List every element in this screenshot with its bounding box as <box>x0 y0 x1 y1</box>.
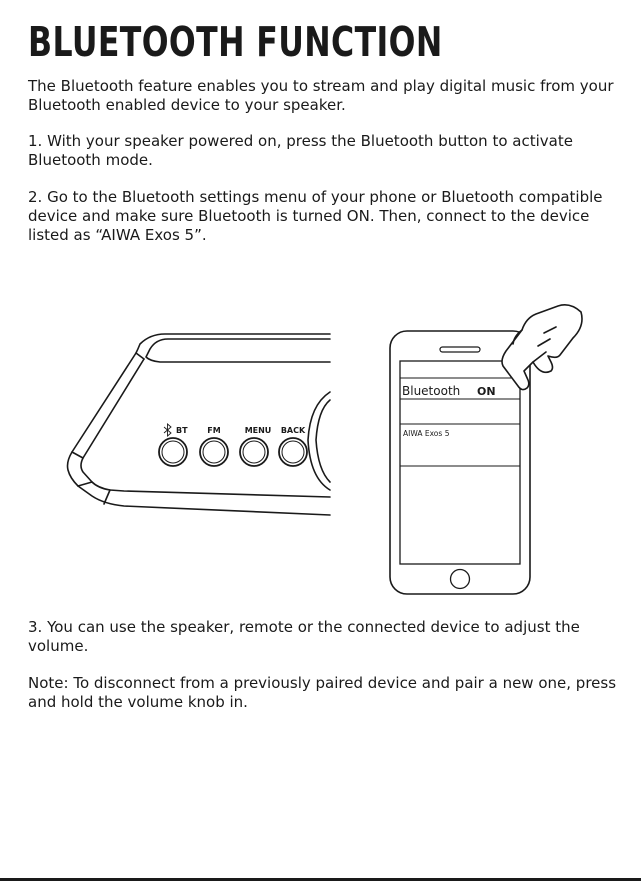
fm-button <box>199 437 229 467</box>
bluetooth-icon <box>163 423 172 437</box>
menu-button-label: MENU <box>245 426 272 435</box>
intro-paragraph: The Bluetooth feature enables you to str… <box>28 77 614 114</box>
fm-button-label: FM <box>207 426 220 435</box>
speaker-illustration <box>66 333 331 516</box>
step-3-paragraph: 3. You can use the speaker, remote or th… <box>28 618 580 655</box>
bt-button-label: BT <box>176 426 188 435</box>
page-title: BLUETOOTH FUNCTION <box>28 18 443 66</box>
step-1-paragraph: 1. With your speaker powered on, press t… <box>28 132 573 169</box>
bt-button <box>158 437 188 467</box>
phone-bluetooth-label: Bluetooth <box>402 384 460 398</box>
step-2-paragraph: 2. Go to the Bluetooth settings menu of … <box>28 188 603 244</box>
menu-button <box>239 437 269 467</box>
back-button <box>278 437 308 467</box>
pointing-hand-icon <box>501 304 583 391</box>
phone-bluetooth-toggle: ON <box>477 385 496 398</box>
page-bottom-rule <box>0 878 641 881</box>
bluetooth-pairing-illustration: BT FM MENU BACK Bluetooth ON AIWA Exos 5 <box>66 304 583 595</box>
phone-illustration: Bluetooth ON AIWA Exos 5 <box>389 330 531 595</box>
speaker-slot <box>439 346 481 353</box>
note-paragraph: Note: To disconnect from a previously pa… <box>28 674 617 711</box>
phone-device-name: AIWA Exos 5 <box>403 429 450 438</box>
home-button <box>449 568 471 590</box>
speaker-buttons: BT FM MENU BACK <box>158 423 308 467</box>
back-button-label: BACK <box>281 426 306 435</box>
